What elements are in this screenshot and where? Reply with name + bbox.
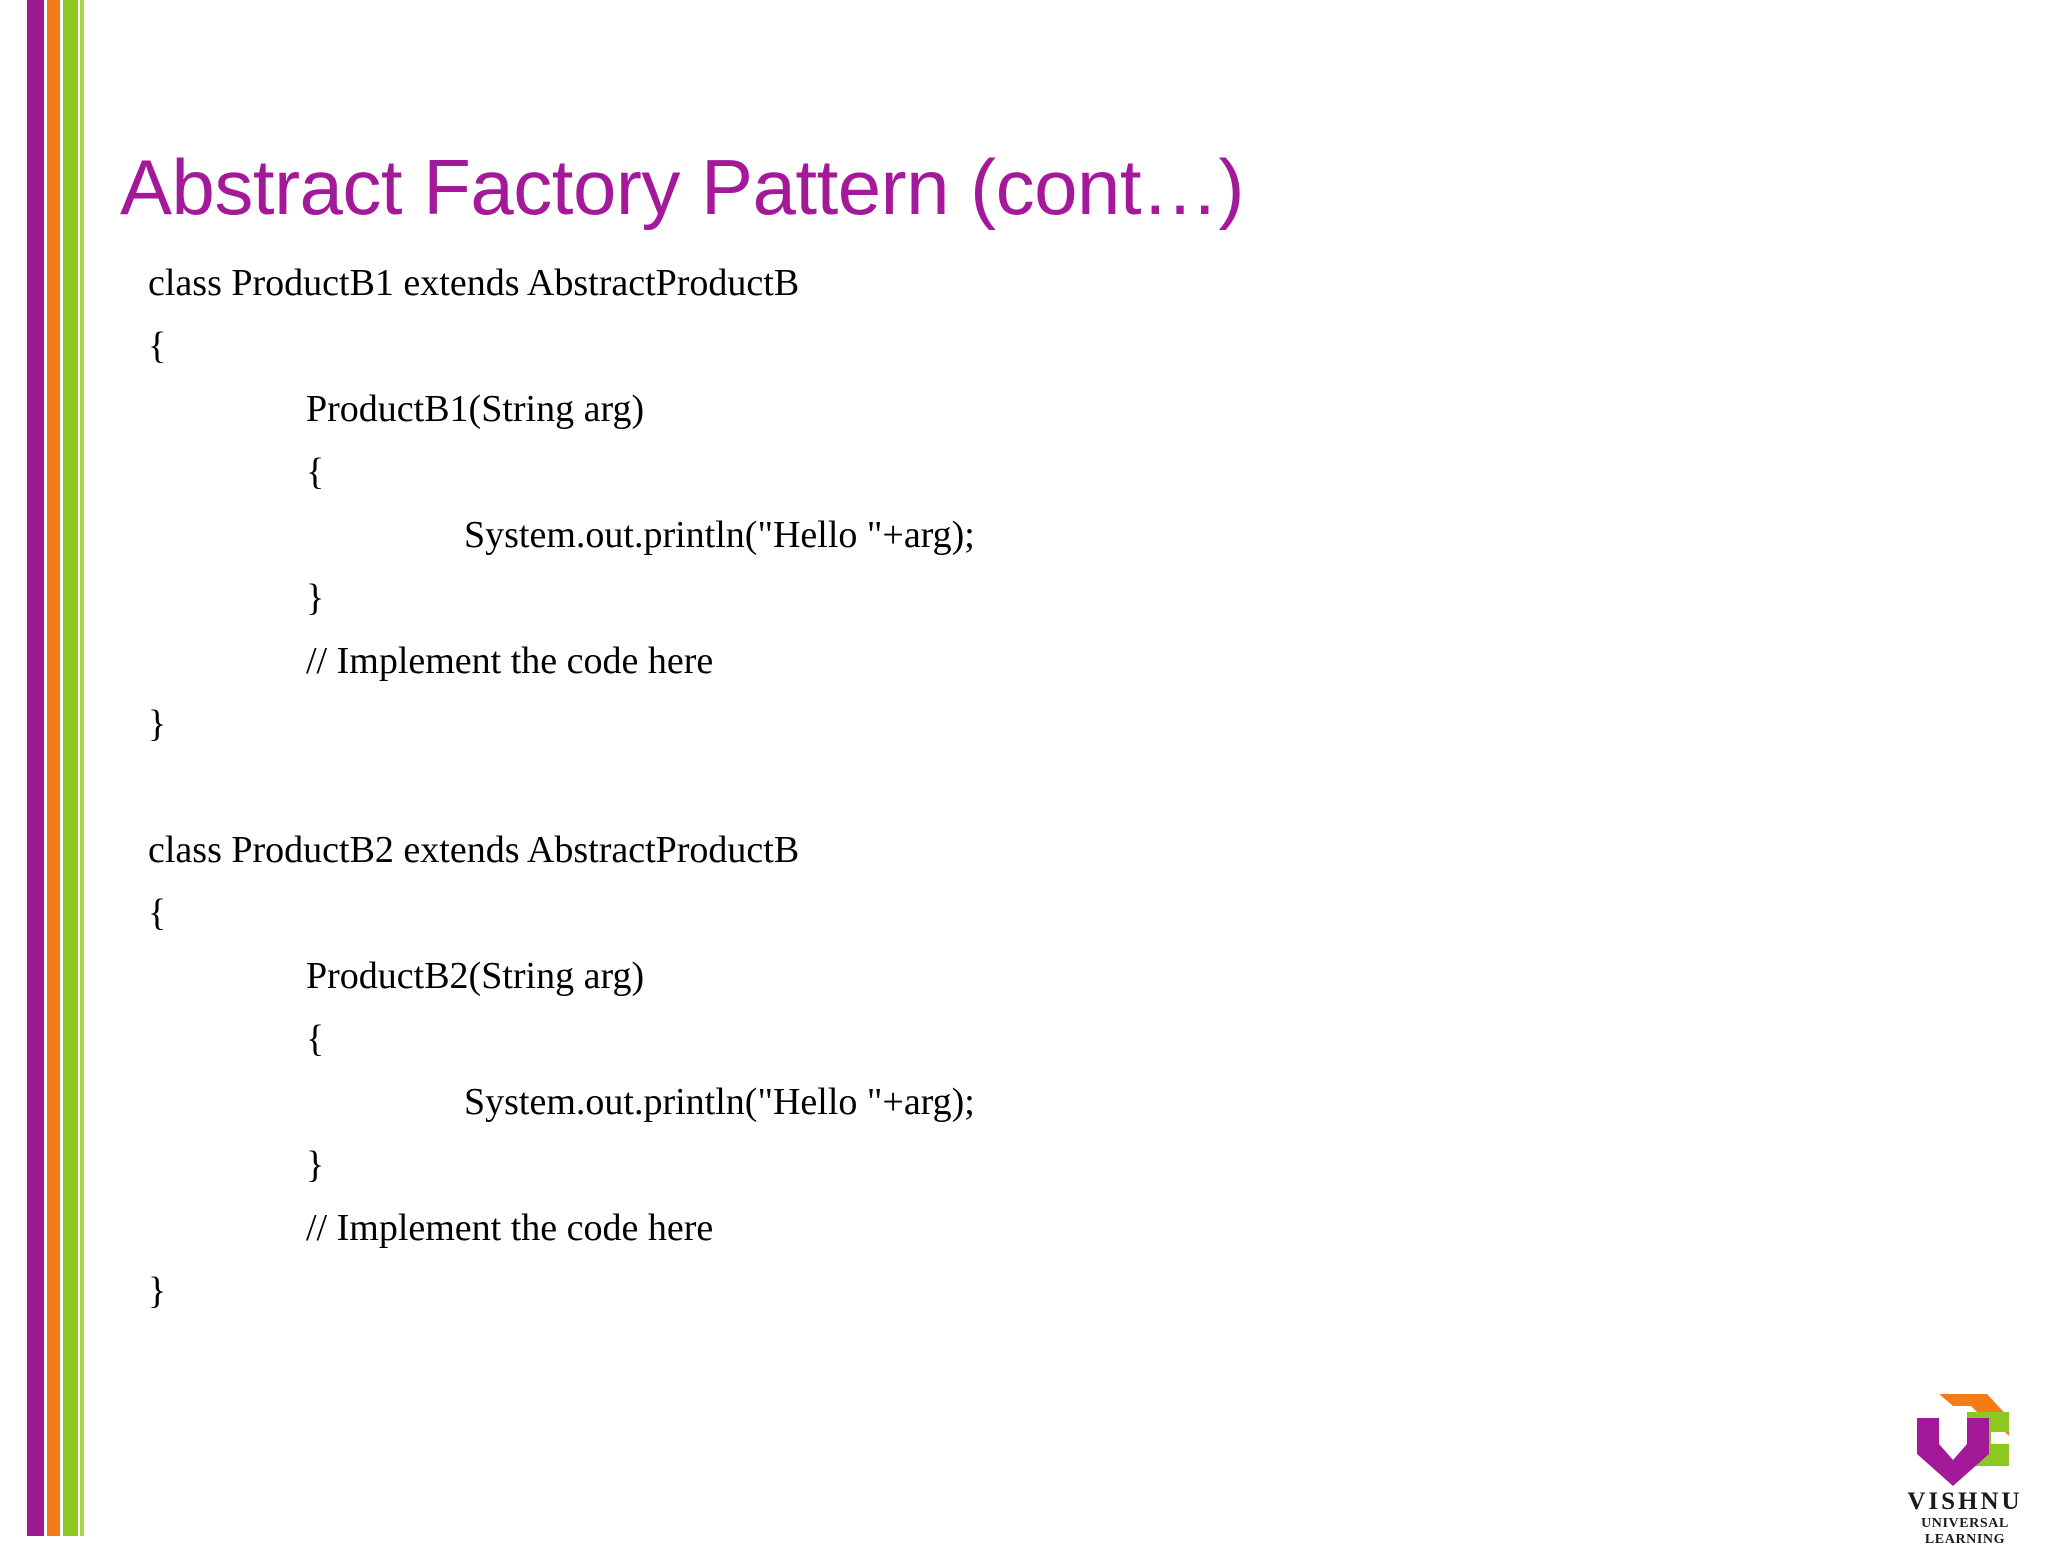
code-line: } — [306, 577, 325, 619]
code-line: { — [306, 1018, 325, 1060]
code-line: } — [148, 1270, 167, 1312]
code-block: class ProductB1 extends AbstractProductB… — [148, 252, 1848, 1323]
code-line: System.out.println("Hello "+arg); — [464, 514, 975, 556]
code-line: } — [306, 1144, 325, 1186]
code-line-blank — [148, 756, 1848, 819]
code-line: // Implement the code here — [306, 1207, 714, 1249]
logo-name: VISHNU — [1907, 1488, 2023, 1515]
code-line: class ProductB1 extends AbstractProductB — [148, 262, 800, 304]
code-line: System.out.println("Hello "+arg); — [464, 1081, 975, 1123]
purple-stripe — [27, 0, 44, 1536]
code-line: // Implement the code here — [306, 640, 714, 682]
page-title: Abstract Factory Pattern (cont…) — [120, 143, 1245, 232]
logo-tagline: UNIVERSAL LEARNING — [1921, 1516, 2009, 1547]
code-line: class ProductB2 extends AbstractProductB — [148, 829, 800, 871]
vishnu-logo-mark-icon — [1909, 1392, 2021, 1488]
green-stripe — [63, 0, 78, 1536]
code-line: ProductB2(String arg) — [306, 955, 645, 997]
left-stripe-decoration — [0, 0, 90, 1536]
code-line: } — [148, 703, 167, 745]
code-line: { — [306, 451, 325, 493]
orange-stripe — [47, 0, 60, 1536]
code-line: { — [148, 325, 167, 367]
code-line: ProductB1(String arg) — [306, 388, 645, 430]
code-line: { — [148, 892, 167, 934]
vishnu-logo: VISHNU UNIVERSAL LEARNING — [1890, 1392, 2040, 1547]
light-green-stripe — [80, 0, 84, 1536]
